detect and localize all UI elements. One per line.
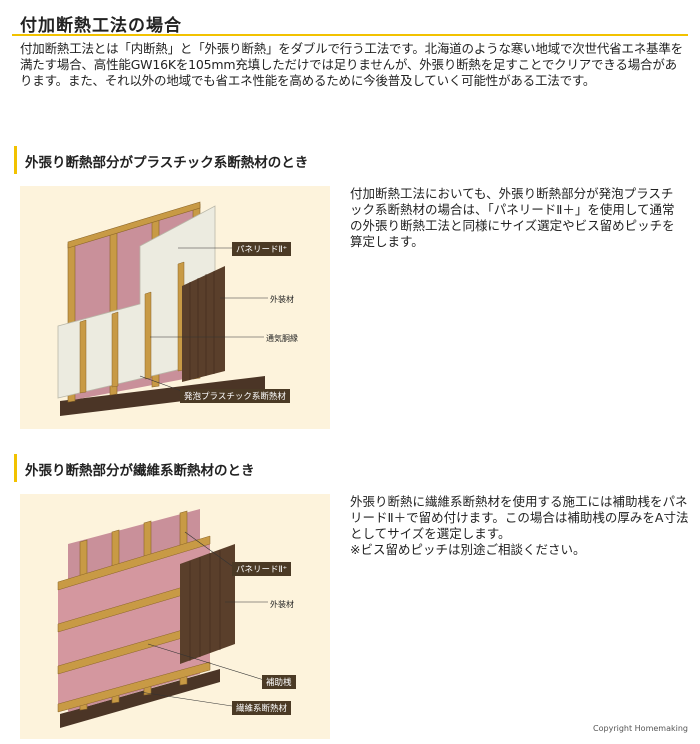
label-fiber-insulation: 繊維系断熱材	[232, 701, 292, 715]
label-air-batten: 通気胴縁	[266, 334, 298, 343]
siding-lines	[189, 271, 215, 380]
description-plastic: 付加断熱工法においても、外張り断熱部分が発泡プラスチック系断熱材の場合は、「パネ…	[350, 186, 675, 249]
label-screw-1: パネリードⅡ⁺	[232, 242, 292, 256]
siding-2	[180, 544, 235, 664]
section-heading-plastic: 外張り断熱部分がプラスチック系断熱材のとき	[14, 146, 574, 174]
description-fiber: 外張り断熱に繊維系断熱材を使用する施工には補助桟をパネリードⅡ＋で留め付けます。…	[350, 494, 689, 557]
label-siding-1: 外装材	[270, 295, 294, 304]
illustration-fiber-insulation	[20, 494, 330, 739]
copyright-text: Copyright Homemaking	[593, 724, 688, 733]
fiber-insulation-outer	[58, 539, 210, 712]
illustration-plastic-insulation	[20, 186, 330, 429]
label-screw-2: パネリードⅡ⁺	[232, 562, 292, 576]
section-heading-fiber: 外張り断熱部分が繊維系断熱材のとき	[14, 454, 574, 482]
label-siding-2: 外装材	[270, 600, 294, 609]
auxiliary-battens	[57, 535, 211, 713]
siding-lines-2	[189, 550, 221, 661]
sill-plate	[60, 376, 265, 416]
label-aux-batten: 補助桟	[262, 675, 296, 689]
furring-strips	[79, 261, 185, 394]
intro-text: 付加断熱工法とは「内断熱」と「外張り断熱」をダブルで行う工法です。北海道のような…	[20, 41, 683, 88]
label-foam-insulation: 発泡プラスチック系断熱材	[180, 389, 290, 403]
page-title: 付加断熱工法の場合	[12, 6, 688, 36]
leader-lines-2	[139, 531, 268, 707]
foam-board	[57, 205, 216, 399]
wall-diagram-fiber	[57, 509, 268, 728]
leader-lines	[139, 247, 268, 395]
siding	[182, 266, 225, 382]
wall-diagram-plastic	[57, 201, 268, 416]
